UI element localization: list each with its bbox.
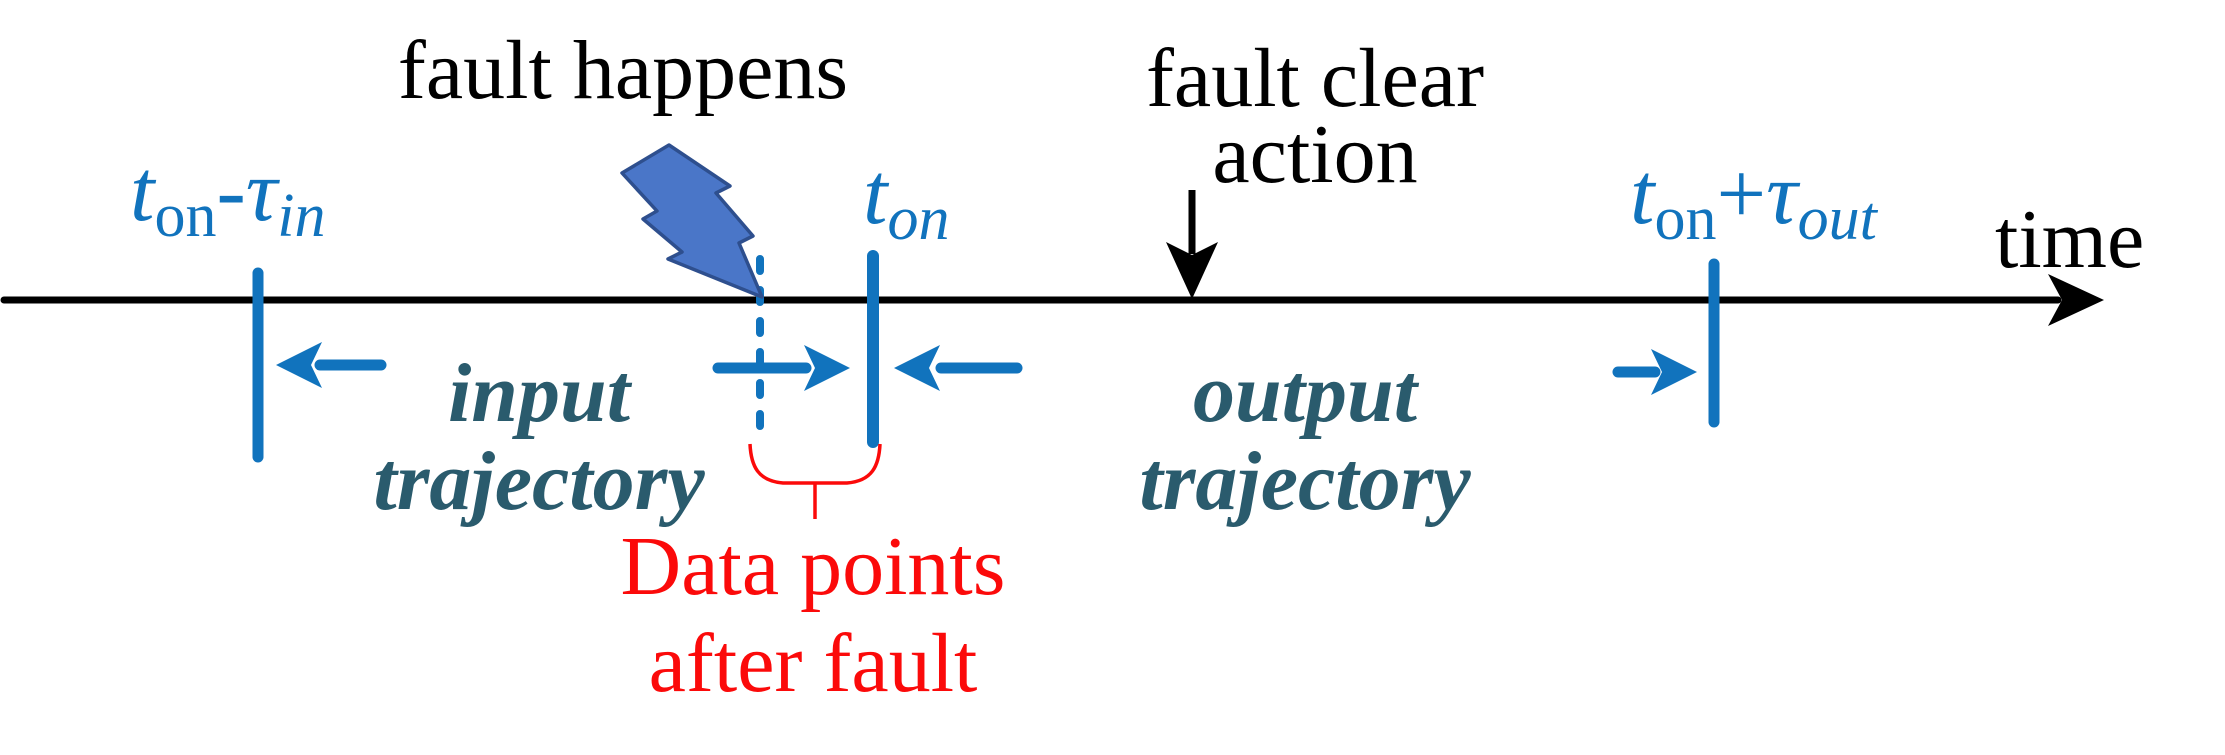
input-window-right-arrowhead-icon — [804, 345, 850, 391]
fault-clear-line2: action — [1212, 108, 1418, 201]
data-points-brace — [748, 443, 882, 485]
input-window-left-arrowhead-icon — [276, 342, 322, 388]
output-window-left-arrowhead-icon — [894, 345, 940, 391]
t-symbol: t — [1630, 146, 1655, 243]
tau-symbol: τ — [245, 143, 278, 240]
t-symbol: t — [130, 143, 155, 240]
input-trajectory-line1: input — [447, 347, 631, 440]
fault-happens-label: fault happens — [397, 24, 849, 117]
output-trajectory-line1: output — [1192, 347, 1418, 440]
lightning-bolt-icon — [620, 143, 764, 299]
tau-subscript: in — [277, 182, 326, 251]
output-trajectory-label: output trajectory — [1139, 350, 1470, 526]
label-ton-minus-tau-in: ton-τin — [130, 148, 326, 251]
time-axis-arrowhead-icon — [2048, 274, 2104, 326]
data-points-line2: after fault — [648, 617, 978, 710]
time-axis-label: time — [1995, 193, 2145, 286]
fault-clear-down-arrow-icon — [1166, 242, 1218, 299]
data-points-after-fault-label: Data points after fault — [621, 518, 1006, 712]
data-points-line1: Data points — [620, 520, 1006, 613]
fault-clear-line1: fault clear — [1145, 32, 1485, 125]
label-ton-plus-tau-out: ton+τout — [1630, 151, 1877, 254]
label-ton: ton — [863, 151, 949, 254]
output-window-right-arrowhead-icon — [1651, 349, 1697, 395]
input-trajectory-line2: trajectory — [373, 435, 705, 528]
input-trajectory-label: input trajectory — [373, 350, 704, 526]
plus-operator: + — [1716, 146, 1767, 243]
t-subscript: on — [154, 182, 217, 251]
output-trajectory-line2: trajectory — [1139, 435, 1471, 528]
t-subscript: on — [887, 185, 950, 254]
t-subscript: on — [1654, 185, 1717, 254]
t-symbol: t — [863, 146, 888, 243]
minus-operator: - — [216, 143, 246, 240]
fault-clear-action-label: fault clear action — [1145, 32, 1485, 201]
tau-symbol: τ — [1766, 146, 1798, 243]
tau-subscript: out — [1797, 185, 1877, 254]
